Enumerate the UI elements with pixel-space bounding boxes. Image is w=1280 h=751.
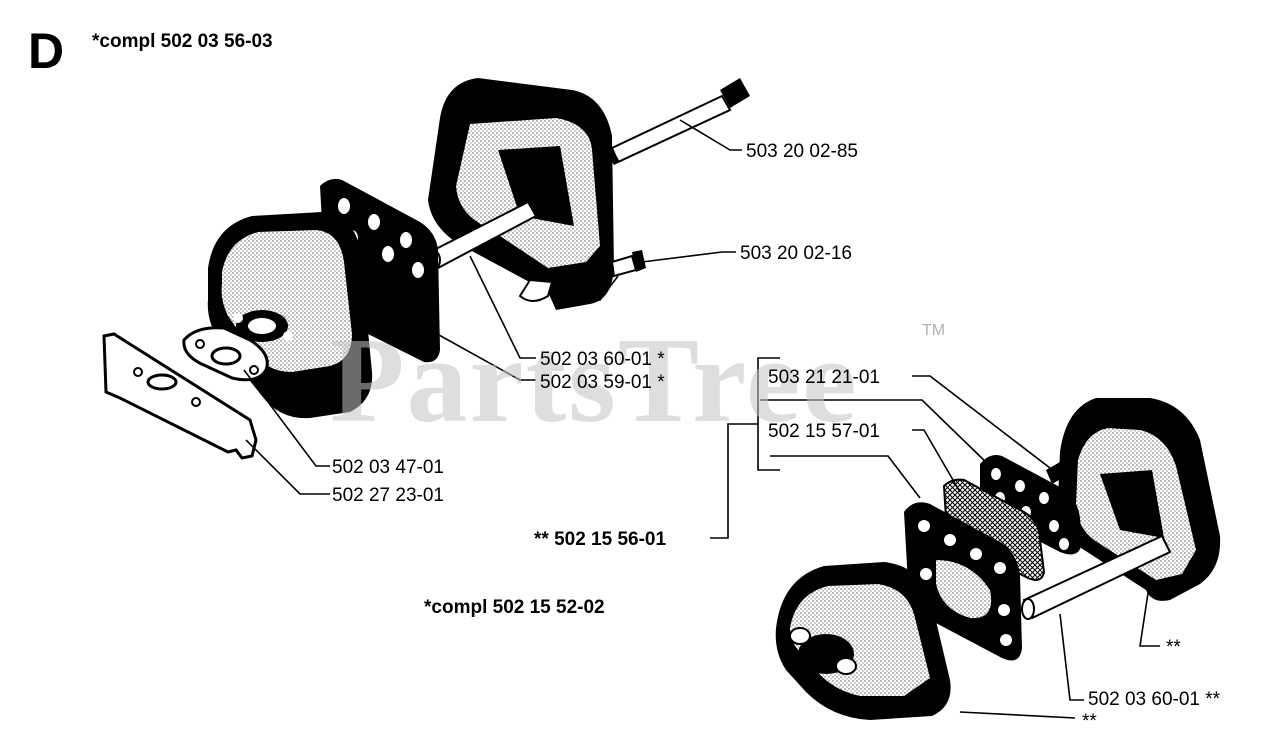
watermark-text: PartsTree <box>330 313 859 448</box>
part-label-heat-shield: 502 27 23-01 <box>332 485 444 506</box>
lower-front-cover <box>775 562 951 720</box>
part-label-star-right: ** <box>1166 637 1181 658</box>
trademark-mark: TM <box>922 322 946 339</box>
heat-shield-part <box>102 332 258 460</box>
part-label-screen: 502 15 57-01 <box>768 421 880 442</box>
part-label-rod-lower: 502 03 60-01 ** <box>1088 689 1221 710</box>
part-label-kit: ** 502 15 56-01 <box>534 529 667 550</box>
upper-back-housing <box>428 78 614 310</box>
part-label-gasket: 502 03 47-01 <box>332 457 444 478</box>
part-label-plate-upper: 502 03 59-01 * <box>540 372 665 393</box>
lower-back-housing <box>1058 398 1221 601</box>
part-label-bolt: 503 20 02-85 <box>746 141 858 162</box>
part-label-rod-upper: 502 03 60-01 * <box>540 349 665 370</box>
leader-lines <box>243 119 1160 719</box>
gasket-part <box>182 326 269 382</box>
part-label-screw: 503 20 02-16 <box>740 243 852 264</box>
screw-part <box>610 250 646 278</box>
assembly-label-top: *compl 502 03 56-03 <box>92 31 273 52</box>
lower-tube-part <box>1021 534 1172 620</box>
lower-screw-part <box>1046 462 1066 484</box>
section-letter: D <box>28 23 65 79</box>
assembly-label-bottom: *compl 502 15 52-02 <box>424 597 605 618</box>
part-label-plate-lower: 503 21 21-01 <box>768 367 880 388</box>
bolt-part <box>606 78 750 165</box>
part-label-star-bottom: ** <box>1082 711 1097 732</box>
